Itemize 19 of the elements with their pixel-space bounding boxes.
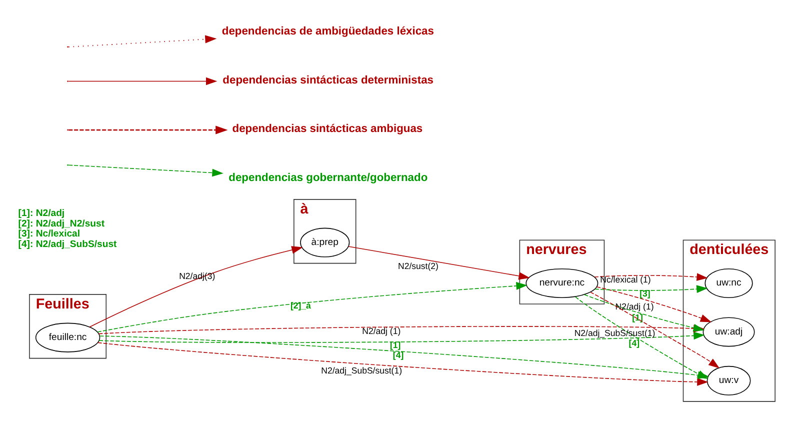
edge-label: [1] bbox=[390, 340, 401, 350]
edge-label: [1] bbox=[632, 312, 643, 322]
label: [1]: N2/adj bbox=[18, 207, 65, 218]
edge-label: [4] bbox=[628, 338, 640, 348]
edge-label: N2/adj (1) bbox=[615, 300, 654, 311]
legend-label: dependencias de ambigüedades léxicas bbox=[222, 25, 434, 38]
edge-label: N2/adj_SubS/sust(1) bbox=[321, 365, 402, 376]
edge-label: N2/adj (1) bbox=[362, 325, 401, 336]
legend-label: dependencias gobernante/gobernado bbox=[228, 171, 428, 184]
edge-label: [3] bbox=[640, 288, 650, 298]
label: [4]: N2/adj_SubS/sust bbox=[18, 238, 117, 250]
label: [2]: N2/adj_N2/sust bbox=[18, 218, 105, 229]
legend-label: dependencias sintácticas ambiguas bbox=[232, 122, 423, 135]
legend-label: dependencias sintácticas deterministas bbox=[222, 74, 434, 86]
label: [3]: Nc/lexical bbox=[18, 228, 80, 240]
edge-label: N2/sust(2) bbox=[398, 260, 438, 271]
edge-label: [4] bbox=[392, 349, 404, 360]
edge-label: N2/adj_SubS/sust(1) bbox=[574, 328, 656, 338]
edge-label: [2]_à bbox=[290, 300, 311, 310]
